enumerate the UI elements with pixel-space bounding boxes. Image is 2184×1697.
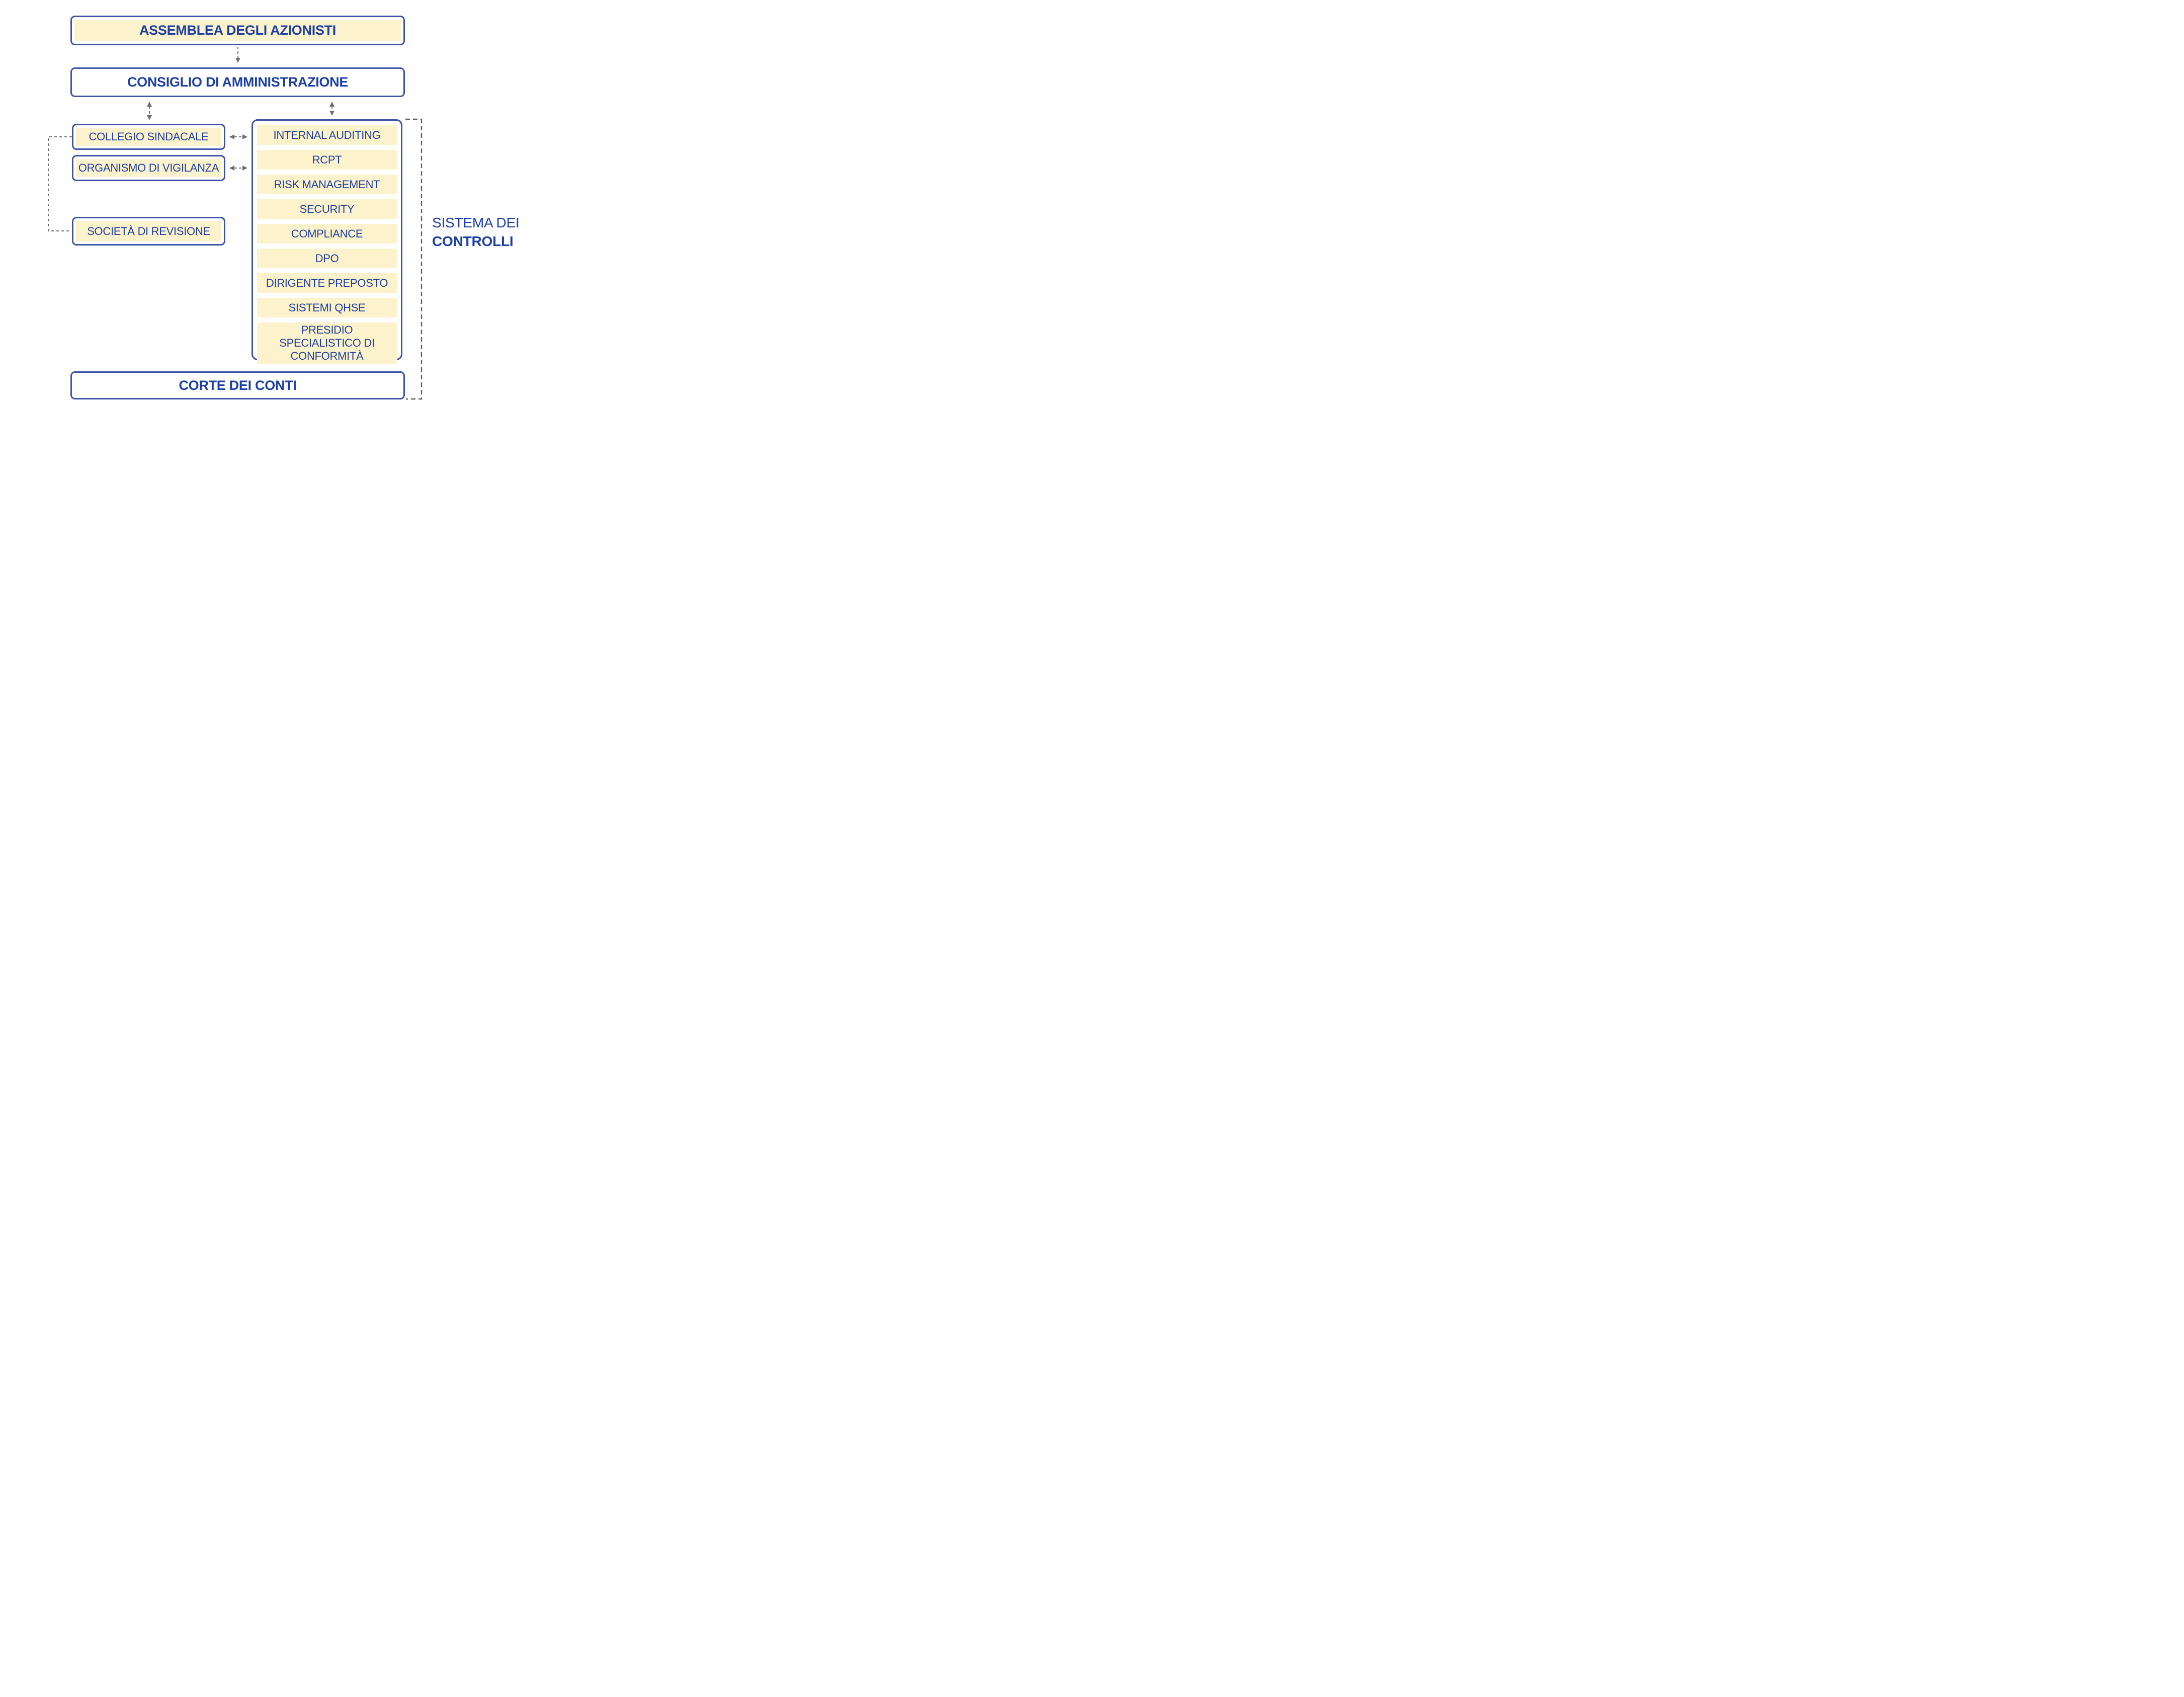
control-item-risk-management: RISK MANAGEMENT	[257, 175, 397, 194]
control-item-compliance: COMPLIANCE	[257, 224, 397, 244]
node-collegio-label: COLLEGIO SINDACALE	[76, 128, 221, 146]
node-societa-revisione: SOCIETÀ DI REVISIONE	[72, 217, 225, 246]
node-consiglio-amministrazione: CONSIGLIO DI AMMINISTRAZIONE	[70, 67, 405, 97]
node-collegio-sindacale: COLLEGIO SINDACALE	[72, 124, 225, 150]
connector-collegio-societa	[48, 136, 72, 231]
control-item-dpo: DPO	[257, 249, 397, 268]
node-corte-dei-conti: CORTE DEI CONTI	[70, 371, 405, 399]
control-item-security: SECURITY	[257, 199, 397, 219]
node-assemblea-label: ASSEMBLEA DEGLI AZIONISTI	[74, 20, 401, 41]
control-item-presidio-conformita: PRESIDIO SPECIALISTICO DI CONFORMITÀ	[257, 322, 397, 364]
control-item-internal-auditing: INTERNAL AUDITING	[257, 125, 397, 145]
controls-system-container: INTERNAL AUDITING RCPT RISK MANAGEMENT S…	[251, 119, 402, 364]
node-corte-label: CORTE DEI CONTI	[179, 377, 297, 393]
node-assemblea-azionisti: ASSEMBLEA DEGLI AZIONISTI	[70, 16, 405, 45]
node-organismo-vigilanza: ORGANISMO DI VIGILANZA	[72, 155, 225, 181]
control-item-sistemi-qhse: SISTEMI QHSE	[257, 298, 397, 317]
sistema-controlli-label-line2: CONTROLLI	[432, 233, 514, 249]
node-consiglio-label: CONSIGLIO DI AMMINISTRAZIONE	[127, 74, 349, 90]
control-item-rcpt: RCPT	[257, 150, 397, 170]
sistema-controlli-label: SISTEMA DEI CONTROLLI	[432, 213, 520, 251]
node-societa-label: SOCIETÀ DI REVISIONE	[76, 221, 221, 241]
bracket-sistema-controlli	[405, 118, 423, 400]
org-chart-canvas: ASSEMBLEA DEGLI AZIONISTI CONSIGLIO DI A…	[0, 0, 546, 424]
control-item-dirigente-preposto: DIRIGENTE PREPOSTO	[257, 273, 397, 293]
sistema-controlli-label-line1: SISTEMA DEI	[432, 215, 520, 230]
node-organismo-label: ORGANISMO DI VIGILANZA	[76, 159, 221, 177]
